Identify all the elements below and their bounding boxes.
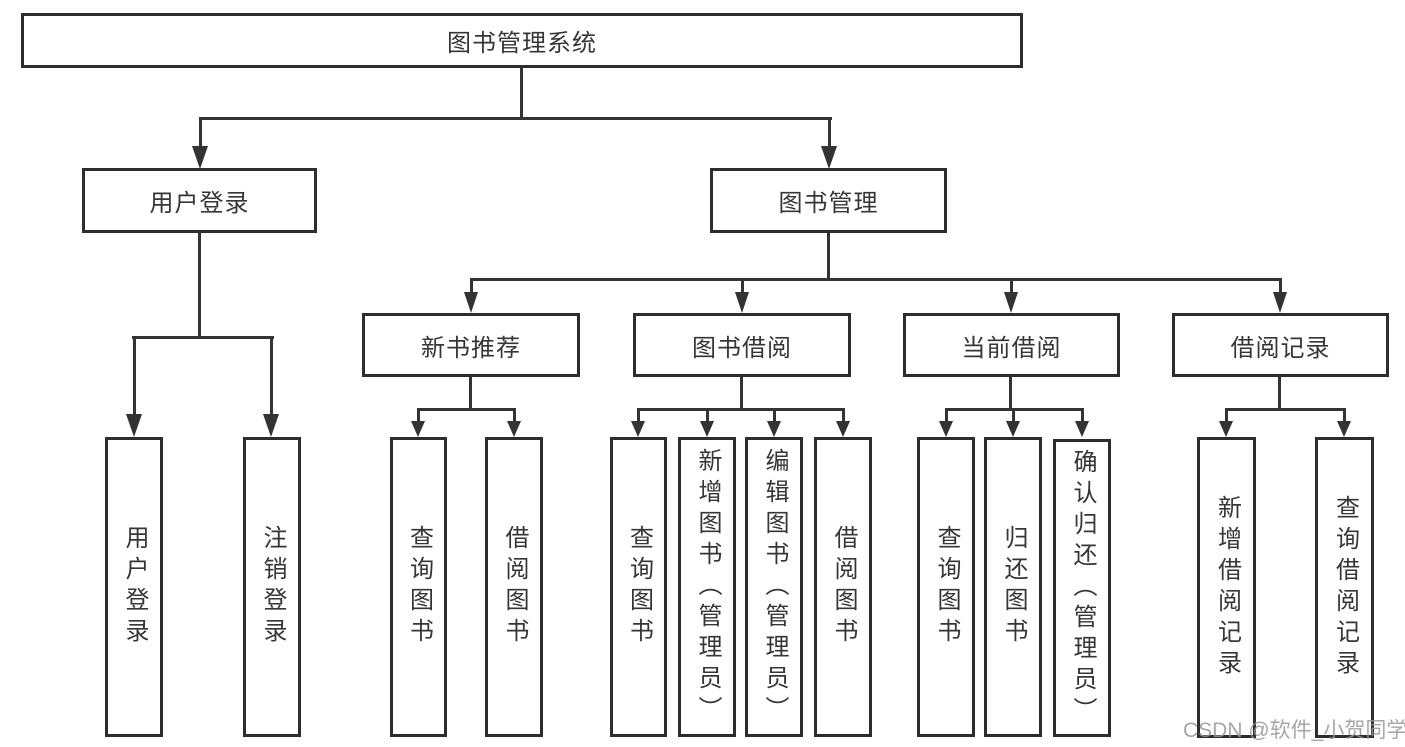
edge-new-book-stub	[469, 377, 472, 411]
node-user-login-label: 用户登录	[149, 190, 250, 217]
node-book-borrow: 图书借阅	[633, 313, 851, 377]
edge-to-leaf-confirm-return	[1081, 408, 1084, 423]
edge-to-leaf-logout	[270, 336, 273, 416]
edge-root-bar	[199, 117, 832, 120]
edge-new-book-bar	[417, 408, 515, 411]
leaf-logout: 注销登录	[243, 437, 301, 737]
arrowhead-to-leaf-add-record	[1219, 421, 1233, 437]
leaf-borrow-books-label: 借阅图书	[830, 525, 857, 649]
leaf-confirm-return-admin: 确认归还（管理员）	[1053, 439, 1111, 737]
arrowhead-to-leaf-add-book	[700, 421, 714, 437]
leaf-borrow-books-recommend: 借阅图书	[485, 437, 543, 737]
csdn-watermark: CSDN @软件_小贺同学	[1183, 719, 1405, 742]
edge-to-leaf-borrow-2	[842, 408, 845, 423]
edge-to-leaf-query-2	[637, 408, 640, 423]
leaf-add-borrow-record: 新增借阅记录	[1197, 437, 1256, 738]
node-book-management: 图书管理	[710, 168, 947, 233]
arrowhead-to-leaf-query-1	[411, 421, 425, 437]
node-root-system: 图书管理系统	[21, 13, 1023, 68]
leaf-query-borrow-record-label: 查询借阅记录	[1331, 494, 1359, 681]
arrowhead-to-leaf-logout	[263, 414, 279, 437]
edge-current-borrow-stub	[1009, 377, 1012, 411]
arrowhead-to-leaf-query-record	[1337, 421, 1351, 437]
node-book-borrow-label: 图书借阅	[692, 334, 792, 362]
arrowhead-to-new-book	[464, 292, 478, 313]
arrowhead-to-leaf-query-2	[631, 421, 645, 437]
edge-to-leaf-add-record	[1225, 408, 1228, 423]
node-current-borrow-label: 当前借阅	[961, 334, 1062, 362]
leaf-query-books-borrow: 查询图书	[610, 437, 667, 737]
edge-user-login-stub	[198, 233, 201, 339]
edge-to-borrow-records	[1279, 278, 1282, 294]
arrowhead-to-leaf-confirm-return	[1075, 421, 1089, 437]
edge-to-leaf-user-login	[133, 336, 136, 416]
edge-root-trunk	[520, 68, 523, 118]
edge-user-login-bar	[132, 336, 274, 339]
edge-book-mgmt-bar	[470, 278, 1282, 281]
leaf-add-book-admin: 新增图书（管理员）	[678, 437, 736, 737]
arrowhead-to-leaf-edit-book	[767, 421, 781, 437]
edge-to-leaf-add-book	[706, 408, 709, 423]
leaf-query-books-current: 查询图书	[917, 437, 975, 737]
edge-to-leaf-return	[1012, 408, 1015, 423]
leaf-return-books-label: 归还图书	[1000, 525, 1027, 649]
node-new-book-recommend-label: 新书推荐	[421, 334, 521, 362]
edge-borrow-records-bar	[1225, 408, 1346, 411]
arrowhead-to-book-mgmt	[821, 146, 837, 169]
node-book-management-label: 图书管理	[778, 190, 879, 217]
arrowhead-to-leaf-query-3	[939, 421, 953, 437]
leaf-query-books-borrow-label: 查询图书	[625, 525, 653, 649]
edge-to-leaf-borrow-1	[513, 408, 516, 423]
leaf-borrow-books-recommend-label: 借阅图书	[501, 525, 528, 649]
node-borrow-records-label: 借阅记录	[1230, 334, 1331, 362]
node-root-label: 图书管理系统	[447, 30, 597, 57]
arrowhead-to-user-login	[192, 146, 208, 169]
leaf-edit-book-admin-label: 编辑图书（管理员）	[761, 447, 788, 727]
arrowhead-to-current-borrow	[1004, 292, 1018, 313]
leaf-add-book-admin-label: 新增图书（管理员）	[694, 447, 721, 727]
leaf-confirm-return-admin-label: 确认归还（管理员）	[1069, 448, 1096, 728]
leaf-edit-book-admin: 编辑图书（管理员）	[745, 437, 803, 737]
edge-to-leaf-edit-book	[773, 408, 776, 423]
node-current-borrow: 当前借阅	[903, 313, 1120, 377]
edge-book-mgmt-stub	[827, 233, 830, 281]
arrowhead-to-borrow-records	[1273, 292, 1287, 313]
arrowhead-to-book-borrow	[735, 292, 749, 313]
leaf-add-borrow-record-label: 新增借阅记录	[1213, 494, 1241, 681]
edge-book-borrow-bar	[637, 408, 845, 411]
edge-book-borrow-stub	[740, 377, 743, 411]
leaf-user-login-label: 用户登录	[121, 525, 148, 649]
leaf-query-borrow-record: 查询借阅记录	[1315, 437, 1374, 738]
node-borrow-records: 借阅记录	[1172, 313, 1389, 377]
leaf-query-books-recommend: 查询图书	[390, 437, 447, 737]
leaf-borrow-books: 借阅图书	[814, 437, 872, 737]
edge-to-leaf-query-3	[945, 408, 948, 423]
edge-to-book-borrow	[741, 278, 744, 294]
leaf-query-books-recommend-label: 查询图书	[405, 525, 433, 649]
edge-to-leaf-query-1	[417, 408, 420, 423]
edge-to-new-book	[470, 278, 473, 294]
edge-to-user-login	[199, 117, 202, 147]
edge-to-current-borrow	[1010, 278, 1013, 294]
edge-to-leaf-query-record	[1343, 408, 1346, 423]
arrowhead-to-leaf-user-login	[126, 414, 142, 437]
edge-borrow-records-stub	[1278, 377, 1281, 411]
leaf-return-books: 归还图书	[984, 437, 1042, 737]
arrowhead-to-leaf-borrow-2	[836, 421, 850, 437]
leaf-user-login: 用户登录	[105, 437, 163, 737]
node-new-book-recommend: 新书推荐	[362, 313, 580, 377]
arrowhead-to-leaf-borrow-1	[507, 421, 521, 437]
node-user-login: 用户登录	[82, 168, 317, 233]
arrowhead-to-leaf-return	[1006, 421, 1020, 437]
edge-to-book-mgmt	[828, 117, 831, 147]
leaf-query-books-current-label: 查询图书	[933, 525, 960, 649]
leaf-logout-label: 注销登录	[259, 525, 286, 649]
